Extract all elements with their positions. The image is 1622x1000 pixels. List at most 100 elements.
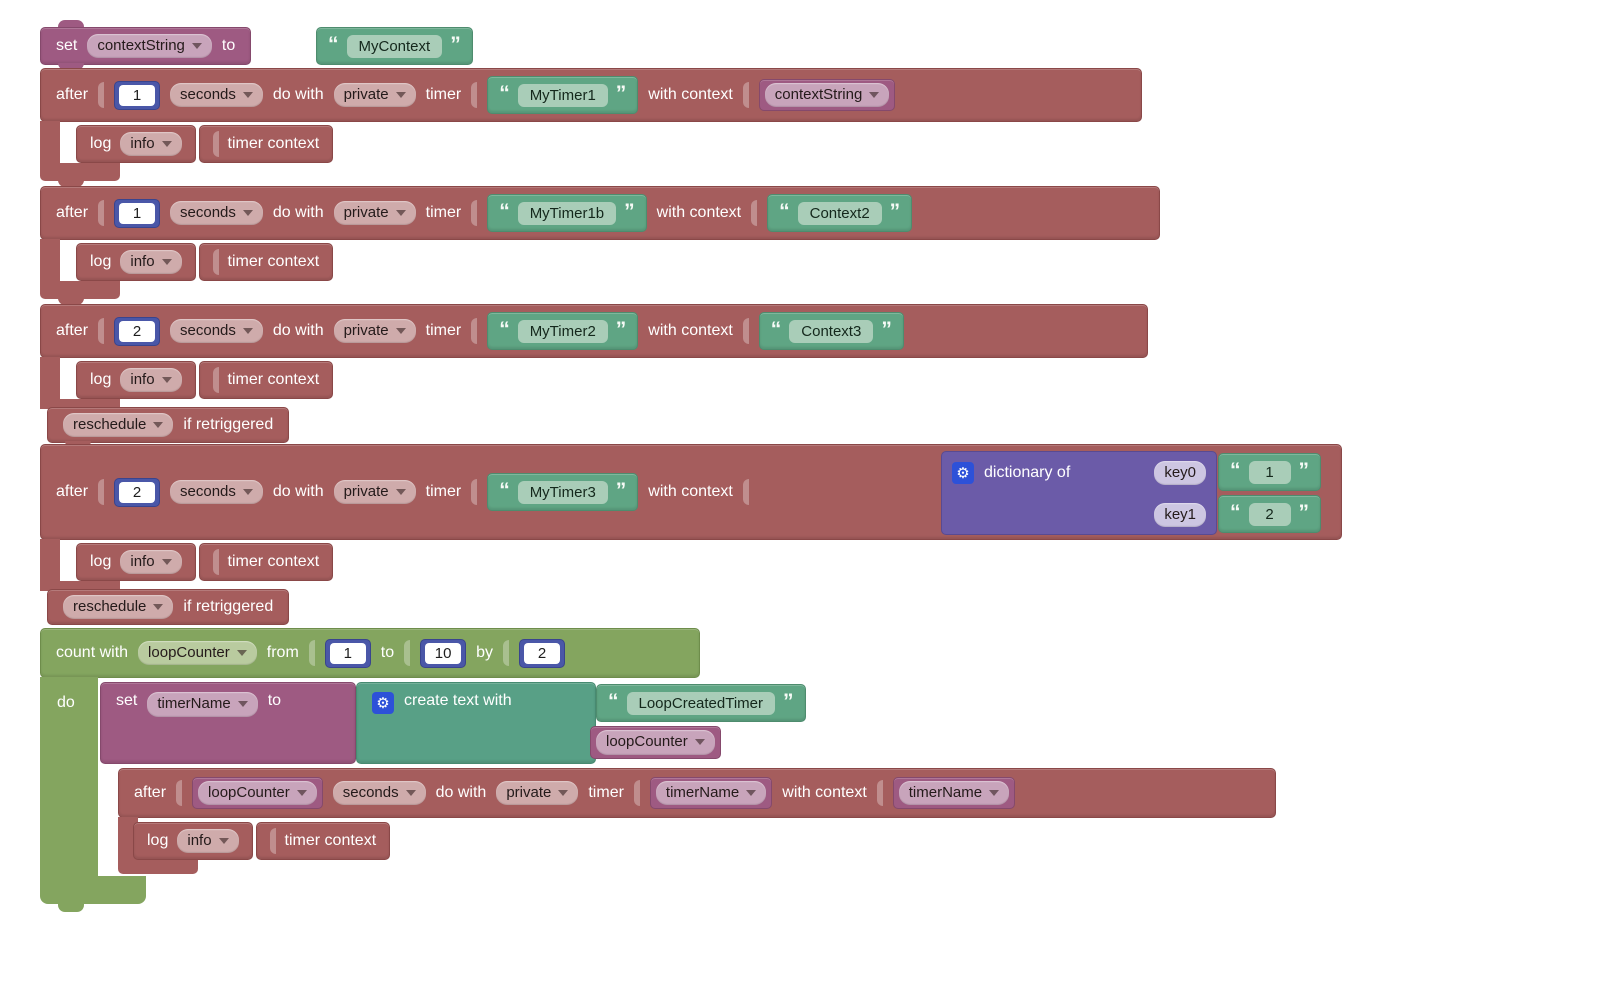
context-variable-block[interactable]: contextString: [758, 78, 896, 112]
create-text-block[interactable]: ⚙ create text with: [356, 682, 596, 764]
dict-key1-field[interactable]: key1: [1154, 502, 1206, 528]
context-string-block[interactable]: “ Context2 ”: [767, 194, 913, 232]
number-field[interactable]: 1: [119, 202, 156, 224]
dictionary-of-label: dictionary of: [984, 464, 1071, 481]
timer-context-block[interactable]: timer context: [198, 543, 334, 581]
string-value-field[interactable]: MyTimer3: [517, 480, 608, 504]
string-value-field[interactable]: MyContext: [346, 34, 443, 58]
private-dropdown[interactable]: private: [333, 479, 416, 505]
after-timer-block-loop[interactable]: after loopCounter seconds do with privat…: [118, 768, 1276, 818]
timername-variable-dropdown[interactable]: timerName: [147, 692, 258, 717]
after-timer-block-mytimer1[interactable]: after 1 seconds do with private timer “ …: [40, 68, 1142, 122]
after-timer-block-mytimer2[interactable]: after 2 seconds do with private timer “ …: [40, 304, 1148, 358]
variable-dropdown[interactable]: timerName: [898, 780, 1010, 806]
timer-name-string-block[interactable]: “ MyTimer2 ”: [487, 312, 639, 350]
seconds-dropdown[interactable]: seconds: [170, 82, 263, 108]
variable-dropdown[interactable]: loopCounter: [198, 780, 317, 806]
reschedule-block[interactable]: reschedule if retriggered: [47, 589, 290, 625]
log-level-dropdown[interactable]: info: [120, 131, 182, 157]
seconds-dropdown[interactable]: seconds: [170, 318, 263, 344]
context-variable-dropdown[interactable]: contextString: [87, 33, 212, 59]
string-value-field[interactable]: Context3: [789, 319, 874, 343]
after-timer-block-mytimer1b[interactable]: after 1 seconds do with private timer “ …: [40, 186, 1160, 240]
seconds-dropdown[interactable]: seconds: [170, 479, 263, 505]
reschedule-dropdown[interactable]: reschedule: [63, 594, 174, 620]
timer-context-block[interactable]: timer context: [255, 822, 391, 860]
count-loop-block[interactable]: count with loopCounter from 1 to 10 by 2: [40, 628, 700, 678]
variable-dropdown[interactable]: loopCounter: [596, 730, 715, 755]
dict-key0-field[interactable]: key0: [1154, 460, 1206, 486]
log-block[interactable]: log info: [76, 125, 196, 163]
private-dropdown[interactable]: private: [333, 82, 416, 108]
private-dropdown[interactable]: private: [333, 200, 416, 226]
mycontext-string-block[interactable]: “ MyContext ”: [316, 27, 473, 65]
set-timername-block[interactable]: set timerName to: [100, 682, 356, 764]
log-block[interactable]: log info: [76, 243, 196, 281]
string-value-field[interactable]: 1: [1248, 460, 1291, 484]
set-context-variable-block[interactable]: set contextString to: [40, 27, 252, 65]
loop-variable-dropdown[interactable]: loopCounter: [138, 640, 257, 666]
string-value-field[interactable]: MyTimer1: [517, 83, 608, 107]
gear-icon[interactable]: ⚙: [952, 462, 974, 484]
gear-icon[interactable]: ⚙: [372, 692, 394, 714]
number-field[interactable]: 1: [329, 642, 366, 664]
timer-name-string-block[interactable]: “ MyTimer1 ”: [487, 76, 639, 114]
timer-context-block[interactable]: timer context: [198, 125, 334, 163]
delay-number-block[interactable]: 2: [114, 477, 161, 507]
number-field[interactable]: 10: [425, 642, 462, 664]
log-level-dropdown[interactable]: info: [120, 549, 182, 575]
timer-variable-block[interactable]: timerName: [649, 776, 773, 810]
seconds-dropdown[interactable]: seconds: [170, 200, 263, 226]
delay-number-block[interactable]: 1: [114, 80, 161, 110]
dropdown-value: private: [343, 482, 389, 500]
number-field[interactable]: 2: [119, 481, 156, 503]
delay-number-block[interactable]: 2: [114, 316, 161, 346]
by-number-block[interactable]: 2: [519, 638, 566, 668]
dict-value1-string-block[interactable]: “ 2 ”: [1218, 495, 1321, 533]
delay-variable-block[interactable]: loopCounter: [192, 776, 323, 810]
log-block[interactable]: log info: [133, 822, 253, 860]
to-number-block[interactable]: 10: [420, 638, 467, 668]
timer-label: timer: [425, 322, 462, 339]
string-value-field[interactable]: 2: [1248, 502, 1291, 526]
string-value-field[interactable]: MyTimer1b: [517, 201, 617, 225]
number-field[interactable]: 1: [119, 84, 156, 106]
variable-dropdown[interactable]: timerName: [655, 780, 767, 806]
log-level-dropdown[interactable]: info: [120, 367, 182, 393]
loopcreatedtimer-string-block[interactable]: “ LoopCreatedTimer ”: [596, 684, 806, 722]
string-value-field[interactable]: Context2: [797, 201, 882, 225]
timer-context-block[interactable]: timer context: [198, 361, 334, 399]
socket-notch: [471, 82, 478, 108]
timer-context-block[interactable]: timer context: [198, 243, 334, 281]
dictionary-block[interactable]: ⚙ dictionary of key0 key1: [941, 451, 1217, 535]
reschedule-dropdown[interactable]: reschedule: [63, 412, 174, 438]
private-dropdown[interactable]: private: [333, 318, 416, 344]
context-string-block[interactable]: “ Context3 ”: [758, 312, 904, 350]
variable-dropdown[interactable]: contextString: [764, 82, 890, 108]
delay-number-block[interactable]: 1: [114, 198, 161, 228]
number-field[interactable]: 2: [119, 320, 156, 342]
dict-value0-string-block[interactable]: “ 1 ”: [1218, 453, 1321, 491]
log-block[interactable]: log info: [76, 543, 196, 581]
reschedule-block[interactable]: reschedule if retriggered: [47, 407, 290, 443]
connector-bump: [58, 63, 84, 70]
after-timer-block-mytimer3[interactable]: after 2 seconds do with private timer “ …: [40, 444, 1342, 540]
context-variable-block[interactable]: timerName: [892, 776, 1016, 810]
open-quote-icon: “: [1230, 500, 1241, 524]
dropdown-value: info: [130, 370, 155, 388]
log-block[interactable]: log info: [76, 361, 196, 399]
loopcounter-variable-block[interactable]: loopCounter: [590, 726, 721, 759]
key-value: key1: [1164, 505, 1196, 523]
private-dropdown[interactable]: private: [496, 780, 579, 806]
connector-bump: [58, 20, 84, 27]
seconds-dropdown[interactable]: seconds: [332, 780, 426, 806]
log-level-dropdown[interactable]: info: [177, 828, 239, 854]
string-value-field[interactable]: LoopCreatedTimer: [626, 691, 776, 715]
from-number-block[interactable]: 1: [324, 638, 371, 668]
timer-name-string-block[interactable]: “ MyTimer3 ”: [487, 473, 639, 511]
number-field[interactable]: 2: [524, 642, 561, 664]
dropdown-value: seconds: [342, 783, 399, 801]
string-value-field[interactable]: MyTimer2: [517, 319, 608, 343]
timer-name-string-block[interactable]: “ MyTimer1b ”: [487, 194, 647, 232]
log-level-dropdown[interactable]: info: [120, 249, 182, 275]
